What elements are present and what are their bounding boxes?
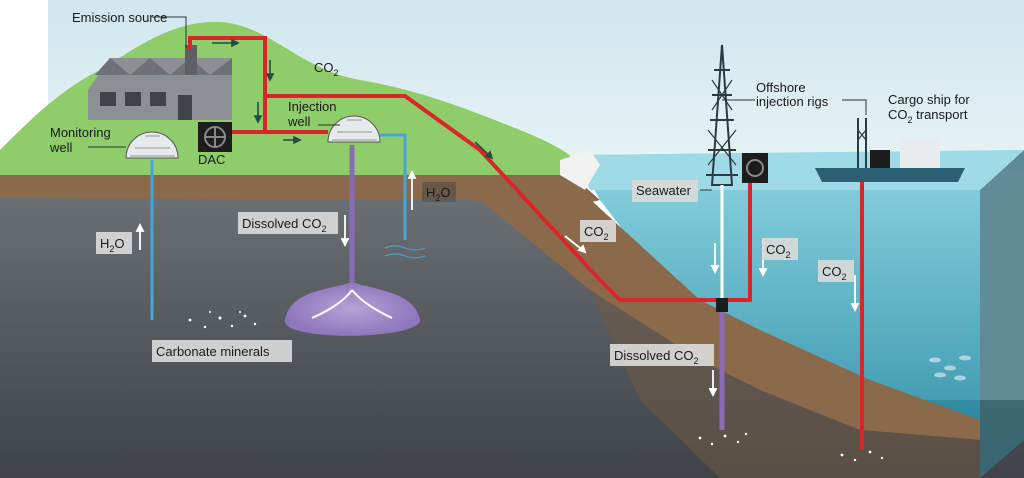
co2-slope-box [580, 220, 616, 242]
deep-sediment [590, 290, 980, 478]
co2-rig-box [762, 238, 798, 260]
mineral-dots-ship [840, 450, 884, 462]
label-co2-slope: CO2 [584, 224, 609, 242]
h2o-right-box [422, 182, 456, 202]
dac-unit-icon [198, 122, 232, 152]
fish-school-icon [929, 355, 971, 381]
carbonate-box [152, 340, 292, 362]
block-side [980, 150, 1024, 478]
label-dissolved-left: Dissolved CO2 [242, 216, 326, 234]
dissolved-right-box [610, 344, 714, 366]
h2o-left-box [96, 232, 132, 254]
label-co2-ship: CO2 [822, 264, 847, 282]
label-co2-rig: CO2 [766, 242, 791, 260]
label-emission-source: Emission source [72, 10, 167, 25]
plume-arrows [311, 289, 393, 319]
sea-volume [575, 150, 1024, 420]
label-monitoring-well-1: Monitoring [50, 125, 111, 140]
white-arrows [135, 169, 860, 398]
label-injection-well-2: well [287, 114, 311, 129]
label-dissolved-right: Dissolved CO2 [614, 348, 698, 366]
dissolved-plume-left [284, 282, 420, 336]
mineral-dots-rig [698, 432, 748, 446]
water-ripple-icon [384, 245, 426, 259]
label-monitoring-well-2: well [49, 140, 73, 155]
cargo-ship-icon [815, 118, 965, 182]
label-offshore-2: injection rigs [756, 94, 829, 109]
label-offshore-1: Offshore [756, 80, 806, 95]
shore-foam [560, 150, 600, 190]
label-injection-well-1: Injection [288, 99, 336, 114]
dissolved-left-box [238, 212, 338, 234]
factory-icon [88, 45, 232, 120]
injection-dome-icon [327, 115, 381, 143]
label-cargo-1: Cargo ship for [888, 92, 970, 107]
injection-water-pipe [380, 133, 407, 240]
monitoring-dome-icon [125, 131, 179, 159]
label-carbonate-minerals: Carbonate minerals [156, 344, 270, 359]
seawater-box [632, 180, 698, 202]
rig-injector [716, 298, 728, 312]
leader-lines [88, 16, 867, 191]
label-cargo-2: CO2 transport [888, 107, 968, 125]
label-h2o-left: H2O [100, 236, 125, 254]
label-dac: DAC [198, 152, 225, 167]
co2-pipeline [188, 36, 752, 302]
carbonate-mineral-dots [188, 311, 257, 329]
label-h2o-right: H2O [426, 185, 451, 203]
label-seawater: Seawater [636, 183, 692, 198]
label-co2-top: CO2 [314, 60, 339, 78]
flow-arrows [212, 38, 494, 160]
co2-ship-box [818, 260, 854, 282]
